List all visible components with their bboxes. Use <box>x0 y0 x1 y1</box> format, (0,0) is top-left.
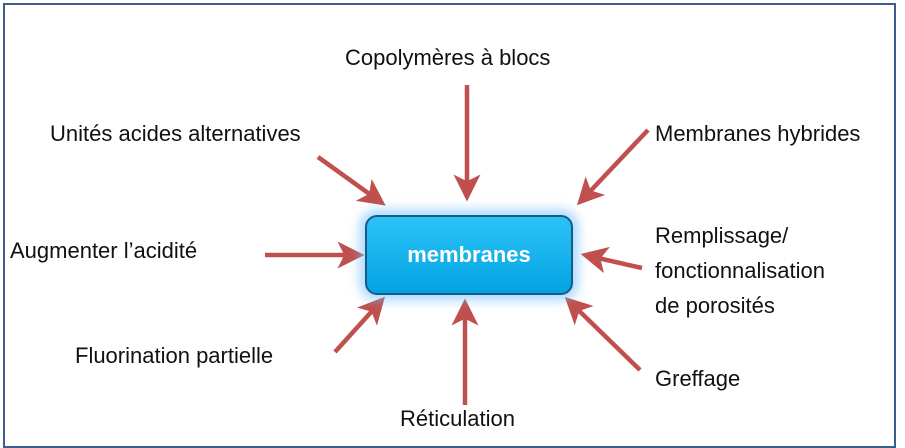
label-copolymeres: Copolymères à blocs <box>345 45 551 70</box>
label-reticulation: Réticulation <box>400 406 515 431</box>
label-remplissage-line3: de porosités <box>655 293 775 318</box>
label-fluorination: Fluorination partielle <box>75 343 274 368</box>
membranes-label: membranes <box>407 242 531 267</box>
arrows-layer <box>265 85 650 405</box>
label-unites-acides: Unités acides alternatives <box>50 121 301 146</box>
arrow-fluorination <box>333 296 386 354</box>
label-remplissage-line1: Remplissage/ <box>655 223 789 248</box>
membranes-box: membranes <box>365 215 573 295</box>
label-membranes-hybrides: Membranes hybrides <box>655 121 861 146</box>
label-augmenter-acidite: Augmenter l’acidité <box>10 238 198 263</box>
label-greffage: Greffage <box>655 366 741 391</box>
label-remplissage-line2: fonctionnalisation <box>655 258 826 283</box>
arrow-remplissage <box>580 246 643 274</box>
arrow-membranes-hybrides <box>576 128 650 206</box>
arrow-unites-acides <box>316 155 386 206</box>
arrow-greffage <box>564 296 642 372</box>
